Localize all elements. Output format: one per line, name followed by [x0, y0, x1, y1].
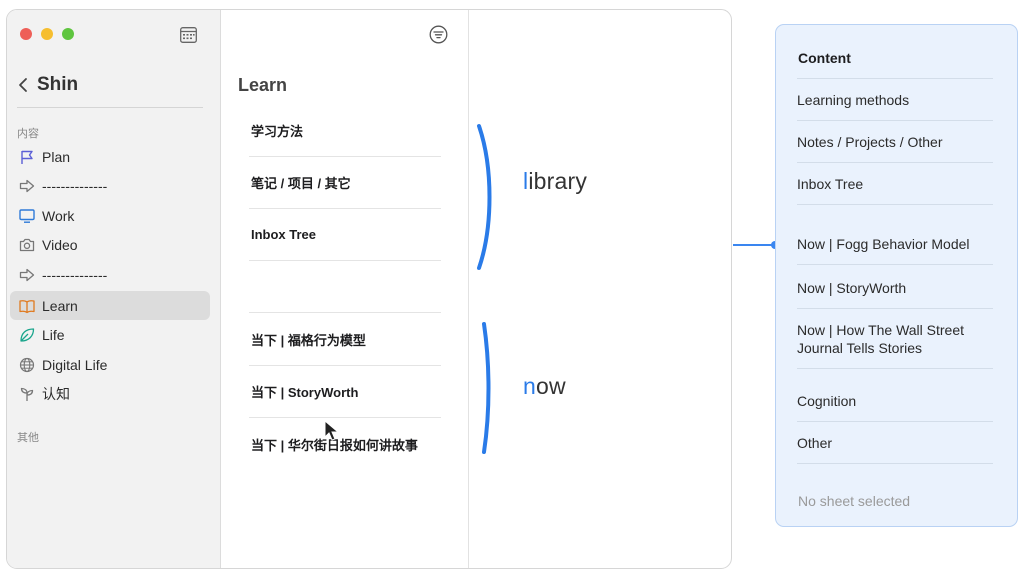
content-item[interactable]: Inbox Tree	[797, 176, 864, 192]
globe-icon	[19, 357, 35, 372]
zoom-window-button[interactable]	[62, 28, 74, 40]
calendar-icon[interactable]	[180, 27, 197, 43]
sidebar-item-plan[interactable]: Plan	[10, 142, 210, 171]
annotation-now-first-letter: n	[523, 373, 536, 399]
app-window: Shin 内容 Plan -------------- Work Video -…	[6, 9, 732, 569]
back-navigation[interactable]: Shin	[17, 74, 78, 96]
divider	[797, 368, 993, 369]
flag-icon	[21, 150, 33, 164]
content-panel-footer: No sheet selected	[798, 493, 911, 509]
filter-icon[interactable]	[429, 25, 448, 44]
content-panel-title: Content	[798, 50, 851, 66]
divider	[797, 120, 993, 121]
arrow-right-icon	[19, 268, 35, 281]
content-item[interactable]: Cognition	[797, 393, 857, 409]
divider	[797, 308, 993, 309]
list-item[interactable]: 笔记 / 项目 / 其它	[249, 157, 441, 209]
divider	[797, 421, 993, 422]
sidebar-item-cognition[interactable]: 认知	[10, 379, 210, 408]
list-title: Learn	[238, 75, 288, 95]
list-item-empty[interactable]	[249, 261, 441, 313]
sidebar-item-separator-2[interactable]: --------------	[10, 260, 210, 289]
divider	[797, 162, 993, 163]
list-item[interactable]: 当下 | StoryWorth	[249, 366, 441, 418]
sidebar-item-label: --------------	[42, 266, 108, 283]
sidebar-item-label: Life	[42, 326, 65, 343]
arrow-right-icon	[19, 179, 35, 192]
close-window-button[interactable]	[20, 28, 32, 40]
camera-icon	[19, 238, 35, 251]
sidebar-item-learn[interactable]: Learn	[10, 291, 210, 320]
list-item[interactable]: 当下 | 福格行为模型	[249, 314, 441, 366]
leaf-icon	[20, 327, 35, 342]
annotation-library-first-letter: l	[523, 168, 529, 194]
sidebar-item-label: 认知	[42, 385, 70, 402]
sidebar-item-video[interactable]: Video	[10, 230, 210, 259]
sidebar-item-label: Plan	[42, 148, 71, 165]
content-item[interactable]: Now | StoryWorth	[797, 280, 907, 296]
minimize-window-button[interactable]	[41, 28, 53, 40]
monitor-icon	[19, 208, 35, 223]
connector-line	[733, 244, 779, 246]
bracket-now	[482, 322, 491, 454]
annotation-now-rest: ow	[536, 373, 566, 399]
annotation-library: library	[523, 168, 587, 195]
mouse-cursor-icon	[324, 419, 340, 441]
annotation-now: now	[523, 373, 566, 400]
content-item[interactable]: Now | Fogg Behavior Model	[797, 236, 970, 252]
divider	[797, 204, 993, 205]
list-item[interactable]: 当下 | 华尔街日报如何讲故事	[251, 437, 418, 453]
sidebar-item-work[interactable]: Work	[10, 201, 210, 230]
content-item[interactable]: Other	[797, 435, 833, 451]
sidebar-item-label: Digital Life	[42, 356, 108, 373]
sidebar-item-label: Video	[42, 236, 78, 253]
section-label-content: 内容	[17, 128, 39, 140]
sidebar-item-digital-life[interactable]: Digital Life	[10, 350, 210, 379]
list-item[interactable]: Inbox Tree	[249, 209, 441, 261]
bracket-library	[477, 124, 492, 270]
content-item[interactable]: Notes / Projects / Other	[797, 134, 943, 150]
list-item[interactable]: 学习方法	[249, 105, 441, 157]
content-panel: Content Learning methods Notes / Project…	[775, 24, 1018, 527]
content-item[interactable]: Now | How The Wall Street Journal Tells …	[797, 322, 965, 356]
sidebar-item-label: Work	[42, 207, 75, 224]
chevron-left-icon[interactable]	[17, 77, 29, 93]
sidebar: Shin 内容 Plan -------------- Work Video -…	[7, 10, 221, 568]
annotation-area: library now	[469, 10, 731, 568]
sidebar-item-label: --------------	[42, 177, 108, 194]
annotation-library-rest: ibrary	[528, 168, 588, 194]
divider	[797, 463, 993, 464]
book-icon	[19, 299, 35, 313]
divider	[797, 264, 993, 265]
sidebar-divider	[17, 107, 203, 108]
sidebar-item-separator-1[interactable]: --------------	[10, 171, 210, 200]
content-item[interactable]: Learning methods	[797, 92, 910, 108]
sidebar-item-life[interactable]: Life	[10, 320, 210, 349]
sidebar-item-label: Learn	[42, 297, 78, 314]
note-list: Learn 学习方法 笔记 / 项目 / 其它 Inbox Tree 当下 | …	[221, 10, 469, 568]
section-label-other: 其他	[17, 432, 39, 444]
window-controls	[20, 28, 74, 40]
sprout-icon	[20, 387, 34, 401]
sidebar-title: Shin	[37, 74, 79, 95]
divider	[797, 78, 993, 79]
